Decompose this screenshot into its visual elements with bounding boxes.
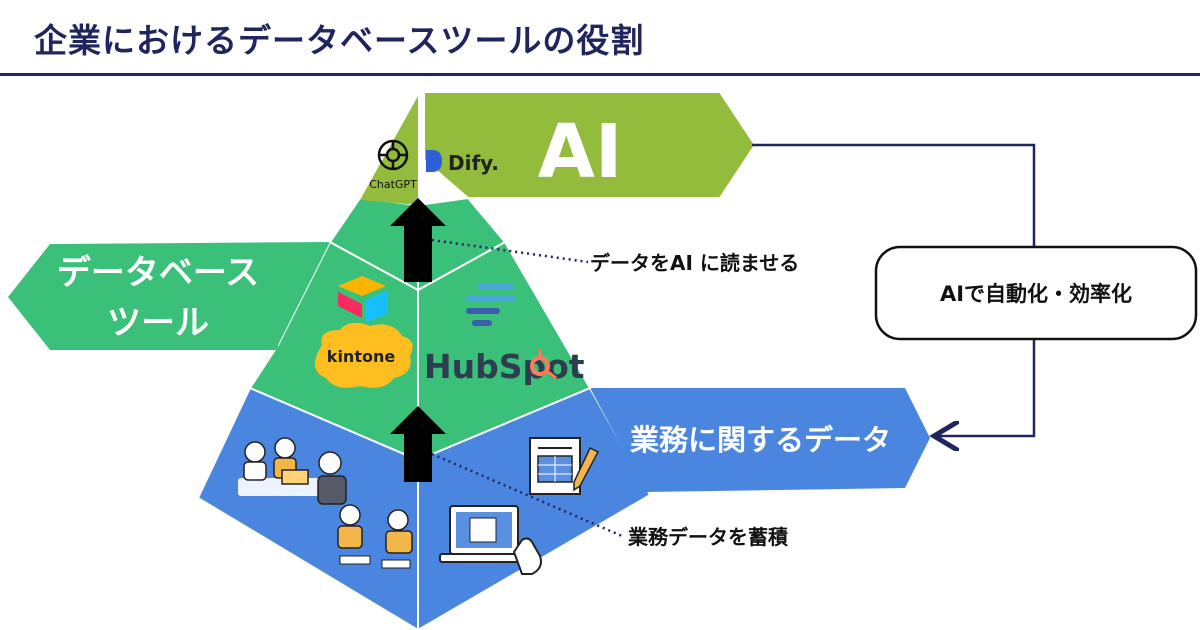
hubspot-logo-text: HubSpot: [424, 347, 585, 386]
chatgpt-logo-text: ChatGPT: [369, 178, 417, 191]
team-meeting-illustration: [238, 437, 413, 569]
hubspot-logo-icon: [530, 350, 557, 380]
page-title: 企業におけるデータベースツールの役割: [34, 21, 645, 60]
business-tier-label: 業務に関するデータ: [630, 423, 891, 457]
spreadsheet-document-icon: [529, 437, 600, 495]
openai-logo-icon: [377, 139, 409, 171]
database-banner: [8, 242, 330, 350]
dify-logo-icon: [426, 150, 442, 172]
laptop-touch-icon: [439, 505, 542, 575]
bottom-annotation-text: 業務データを蓄積: [628, 525, 789, 549]
stacked-bars-logo-icon: [466, 284, 516, 326]
kintone-logo-icon: [314, 322, 413, 388]
database-tier-label-line1: データベース: [57, 253, 259, 293]
bottom-annotation-leader: [431, 452, 623, 538]
ai-tier-label: AI: [538, 109, 623, 195]
dify-logo-text: Dify.: [448, 151, 499, 175]
ai-banner: [423, 91, 757, 199]
upward-arrow-bottom: [390, 406, 446, 482]
upward-arrow-top: [390, 198, 446, 282]
title-divider: [0, 73, 1200, 76]
airtable-logo-icon: [338, 276, 388, 322]
automation-box: [874, 245, 1198, 341]
top-annotation-leader: [431, 238, 589, 264]
database-tier-label-line2: ツール: [107, 303, 209, 343]
top-annotation-text: データをAI に読ませる: [590, 251, 799, 275]
kintone-logo-text: kintone: [327, 347, 396, 366]
automation-box-label: AIで自動化・効率化: [939, 282, 1133, 306]
business-banner: [590, 388, 930, 492]
